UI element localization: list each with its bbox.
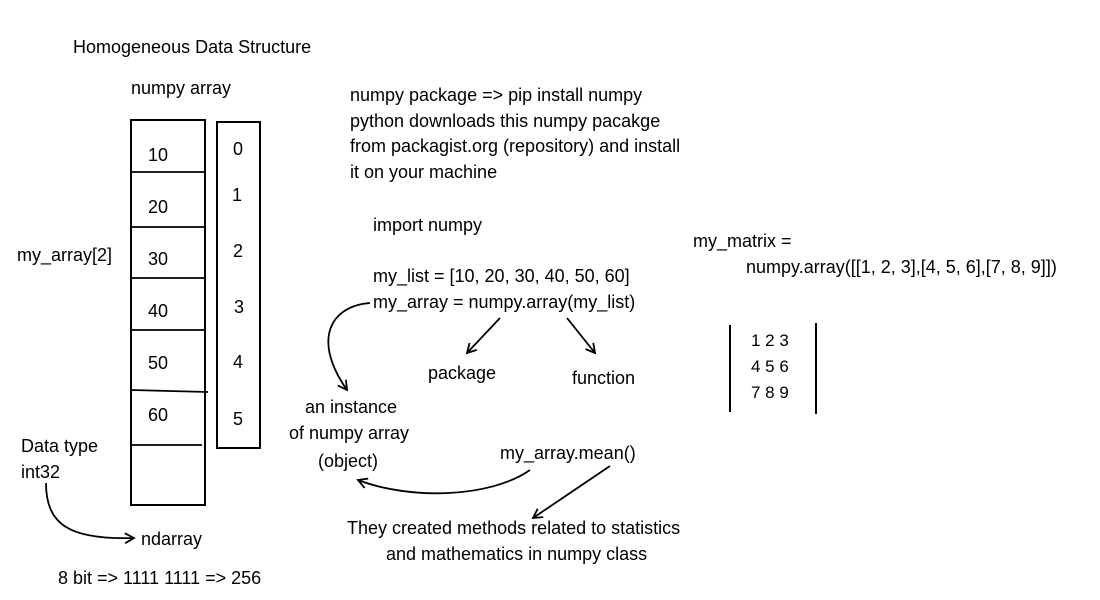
code-array: my_array = numpy.array(my_list) [373,292,636,312]
code-import: import numpy [373,215,483,235]
matrix-row: 4 5 6 [751,357,789,376]
array-value: 10 [148,145,169,165]
array-label: numpy array [131,78,232,98]
array-value: 60 [148,405,169,425]
index-value: 1 [232,185,243,205]
mean-call: my_array.mean() [500,443,636,463]
index-box [216,121,261,449]
index-value: 3 [234,297,245,317]
matrix-row: 1 2 3 [751,331,789,350]
instance-line: (object) [318,451,379,471]
matrix-assign: my_matrix = [693,231,792,251]
matrix-call: numpy.array([[1, 2, 3],[4, 5, 6],[7, 8, … [746,257,1057,277]
install-note-line: it on your machine [350,162,498,182]
array-value: 30 [148,249,169,269]
dtype-line2: int32 [21,462,61,482]
code-list: my_list = [10, 20, 30, 40, 50, 60] [373,266,630,286]
index-value: 4 [233,352,244,372]
dtype-line1: Data type [21,436,99,456]
function-label: function [572,368,636,388]
diagram-title: Homogeneous Data Structure [73,37,312,57]
instance-line: of numpy array [289,423,410,443]
bit-note: 8 bit => 1111 1111 => 256 [58,568,262,588]
install-note-line: python downloads this numpy pacakge [350,111,661,131]
mean-to-methods-arrow [531,465,611,520]
array-value: 40 [148,301,169,321]
mean-to-object-arrow [356,469,531,495]
index-access-label: my_array[2] [17,245,113,265]
dtype-arrow [45,482,136,545]
array-dividers [130,171,209,446]
ndarray-label: ndarray [141,529,203,549]
package-arrow [465,317,501,355]
instance-arrow [327,302,371,392]
index-value: 0 [233,139,244,159]
install-note-line: numpy package => pip install numpy [350,85,643,105]
methods-line: They created methods related to statisti… [347,518,681,538]
array-value: 20 [148,197,169,217]
index-value: 2 [233,241,244,261]
instance-line: an instance [305,397,398,417]
array-box [130,119,206,506]
install-note-line: from packagist.org (repository) and inst… [350,136,681,156]
methods-line: and mathematics in numpy class [386,544,648,564]
matrix-row: 7 8 9 [751,383,789,402]
package-label: package [428,363,497,383]
index-value: 5 [233,409,244,429]
function-arrow [566,317,597,355]
array-value: 50 [148,353,169,373]
